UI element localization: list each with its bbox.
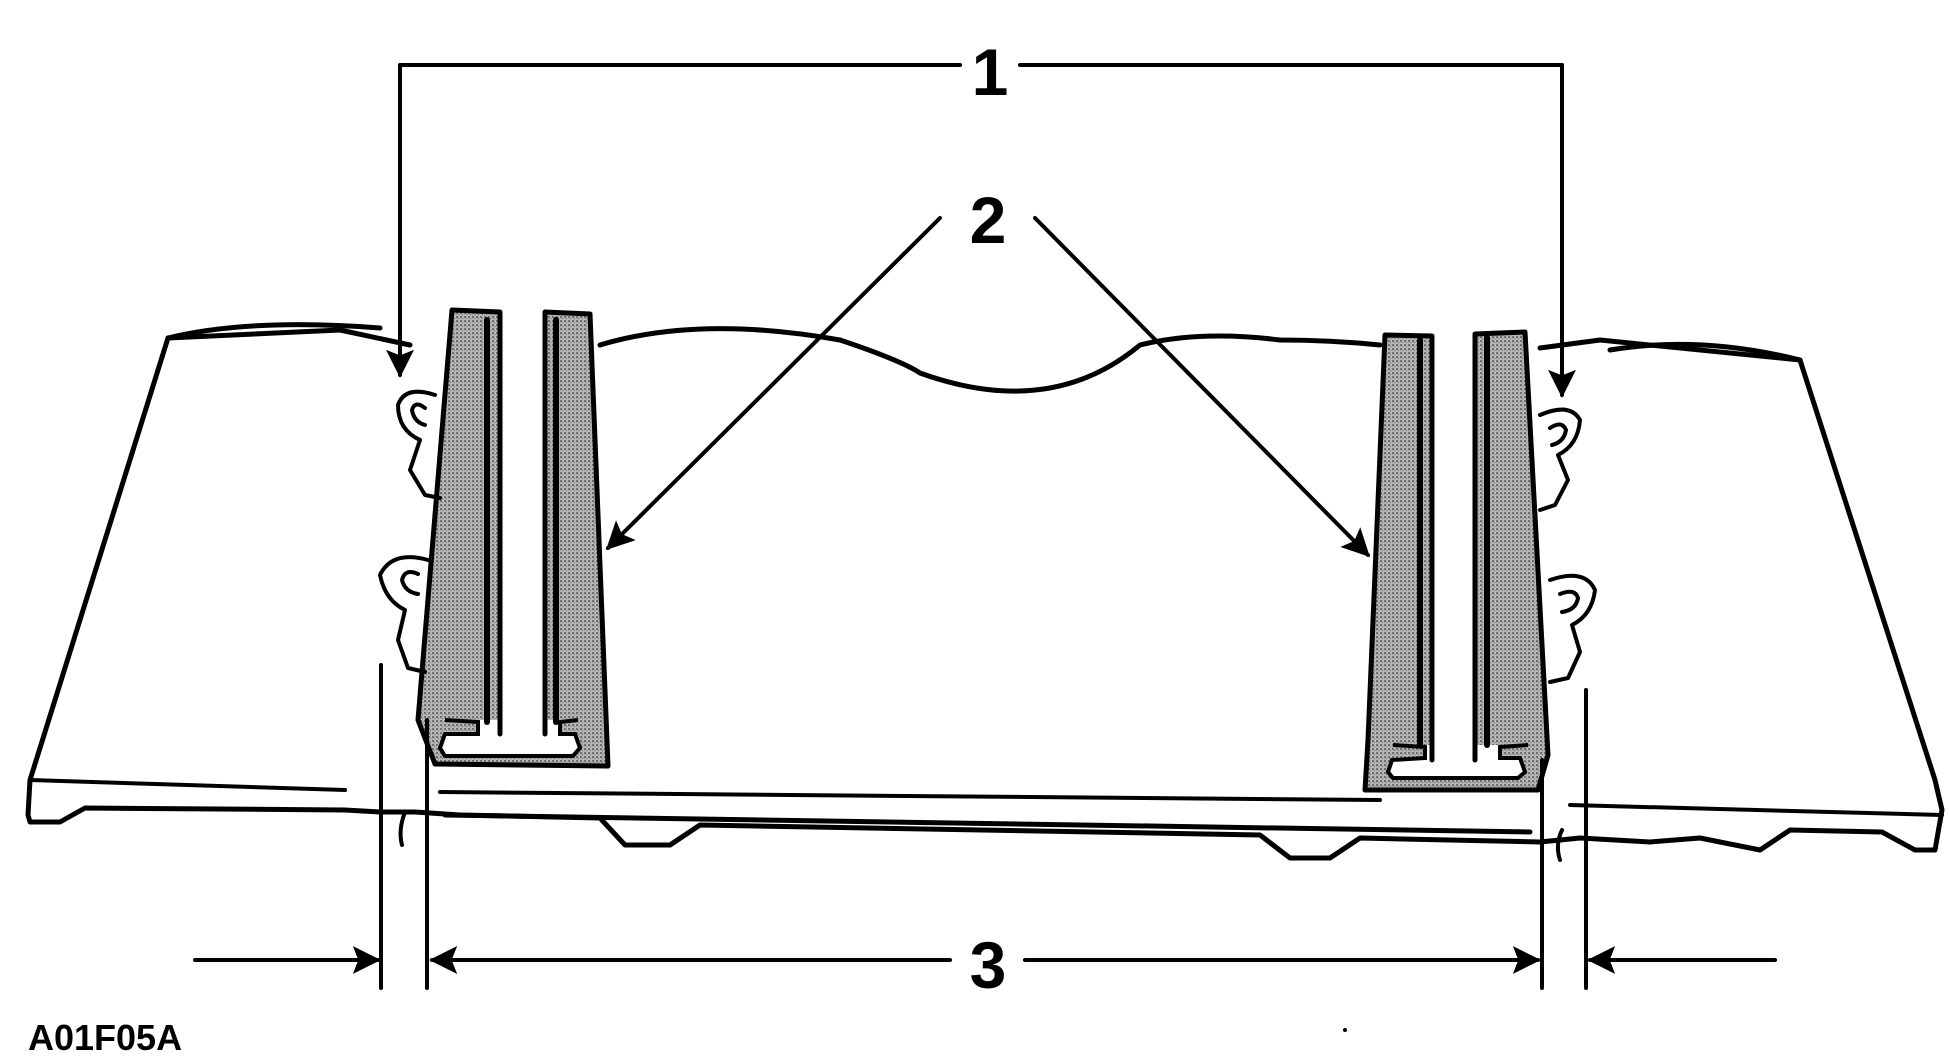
left-retaining-clips	[378, 389, 442, 674]
scan-speck	[1343, 1028, 1347, 1032]
body-panel	[25, 327, 1945, 861]
right-seal-channel	[1362, 329, 1551, 793]
callout-1-leader	[386, 63, 1576, 398]
callout-2-leader	[606, 216, 1370, 557]
figure-code: A01F05A	[28, 1017, 182, 1058]
right-retaining-clips	[1538, 407, 1597, 684]
left-seal-channel	[415, 307, 611, 769]
callout-label-3: 3	[970, 928, 1007, 1002]
roof-trim-line	[165, 322, 1803, 394]
callout-label-2: 2	[970, 183, 1007, 257]
dimension-reference-lines	[379, 663, 1588, 990]
callout-label-1: 1	[972, 35, 1009, 109]
